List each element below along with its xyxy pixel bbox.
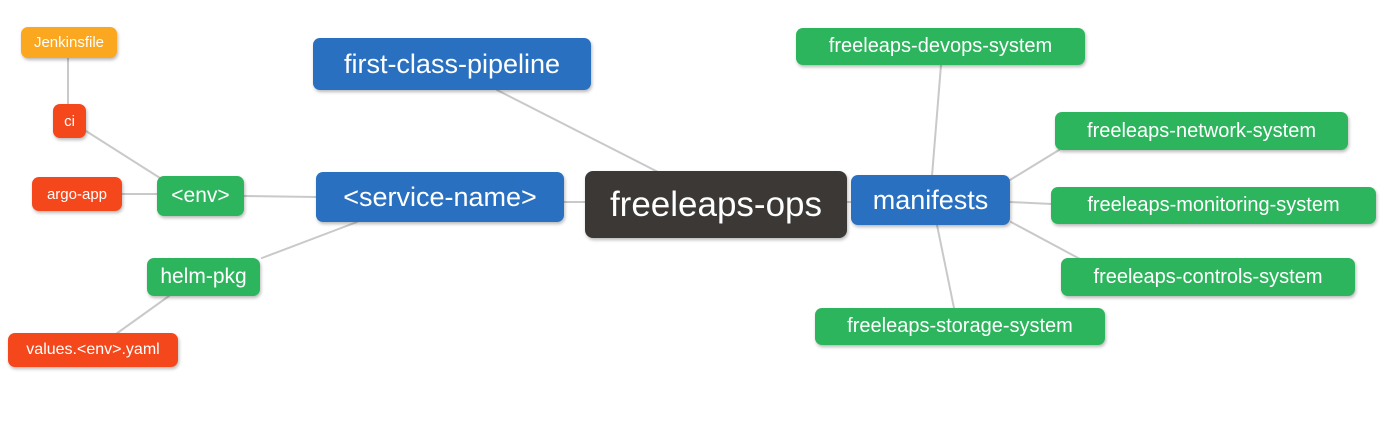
edge-manifests-storage bbox=[936, 224, 955, 309]
node-ci[interactable]: ci bbox=[53, 104, 86, 138]
edge-manifests-monitoring bbox=[1009, 201, 1053, 205]
node-root-freeleaps-ops[interactable]: freeleaps-ops bbox=[585, 171, 847, 238]
edge-service-name-helm-pkg bbox=[261, 221, 358, 259]
node-freeleaps-storage-system[interactable]: freeleaps-storage-system bbox=[815, 308, 1105, 345]
edge-root-first-class-pipeline bbox=[496, 89, 659, 173]
node-first-class-pipeline[interactable]: first-class-pipeline bbox=[313, 38, 591, 90]
node-env[interactable]: <env> bbox=[157, 176, 244, 216]
node-helm-pkg[interactable]: helm-pkg bbox=[147, 258, 260, 296]
node-freeleaps-devops-system[interactable]: freeleaps-devops-system bbox=[796, 28, 1085, 65]
edge-manifests-devops bbox=[931, 64, 942, 177]
edge-manifests-controls bbox=[1010, 221, 1081, 260]
node-freeleaps-network-system[interactable]: freeleaps-network-system bbox=[1055, 112, 1348, 150]
node-argo-app[interactable]: argo-app bbox=[32, 177, 122, 211]
node-freeleaps-controls-system[interactable]: freeleaps-controls-system bbox=[1061, 258, 1355, 296]
node-freeleaps-monitoring-system[interactable]: freeleaps-monitoring-system bbox=[1051, 187, 1376, 224]
node-manifests[interactable]: manifests bbox=[851, 175, 1010, 225]
node-service-name[interactable]: <service-name> bbox=[316, 172, 564, 222]
edge-env-ci bbox=[85, 130, 161, 179]
node-jenkinsfile[interactable]: Jenkinsfile bbox=[21, 27, 117, 58]
node-values-env-yaml[interactable]: values.<env>.yaml bbox=[8, 333, 178, 367]
edge-manifests-network bbox=[1009, 149, 1060, 181]
edge-service-name-env bbox=[243, 195, 317, 198]
edge-helm-pkg-values bbox=[115, 295, 170, 335]
